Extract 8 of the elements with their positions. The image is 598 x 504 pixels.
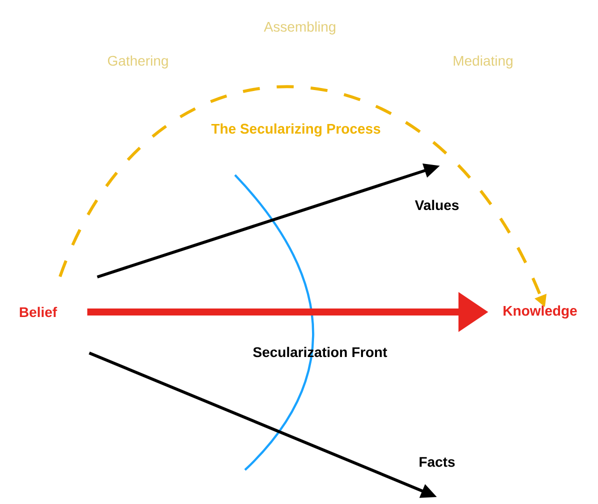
node-label: Belief	[20, 306, 58, 318]
node-label: Knowledge	[504, 305, 577, 319]
text-label: The Secularizing Process	[211, 123, 380, 137]
text-label: Assembling	[264, 21, 336, 35]
text-label: Mediating	[454, 55, 512, 69]
node-label: Facts	[420, 457, 455, 467]
text-label: Gathering	[108, 55, 168, 69]
node-label: Values	[414, 200, 459, 210]
